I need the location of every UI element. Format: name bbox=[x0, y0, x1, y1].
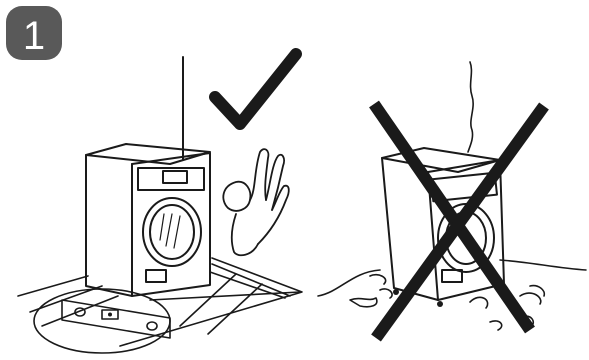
tiled-floor bbox=[18, 258, 302, 346]
checkmark-icon bbox=[215, 54, 296, 124]
ok-hand-icon bbox=[223, 149, 288, 255]
incorrect-installation-panel bbox=[318, 62, 586, 338]
cross-icon bbox=[374, 104, 544, 338]
step-badge: 1 bbox=[6, 6, 62, 60]
washing-machine-tilted bbox=[382, 148, 504, 307]
correct-installation-panel bbox=[18, 54, 302, 353]
spirit-level bbox=[62, 300, 170, 338]
washing-machine-level bbox=[86, 144, 210, 296]
step-number: 1 bbox=[23, 14, 45, 58]
